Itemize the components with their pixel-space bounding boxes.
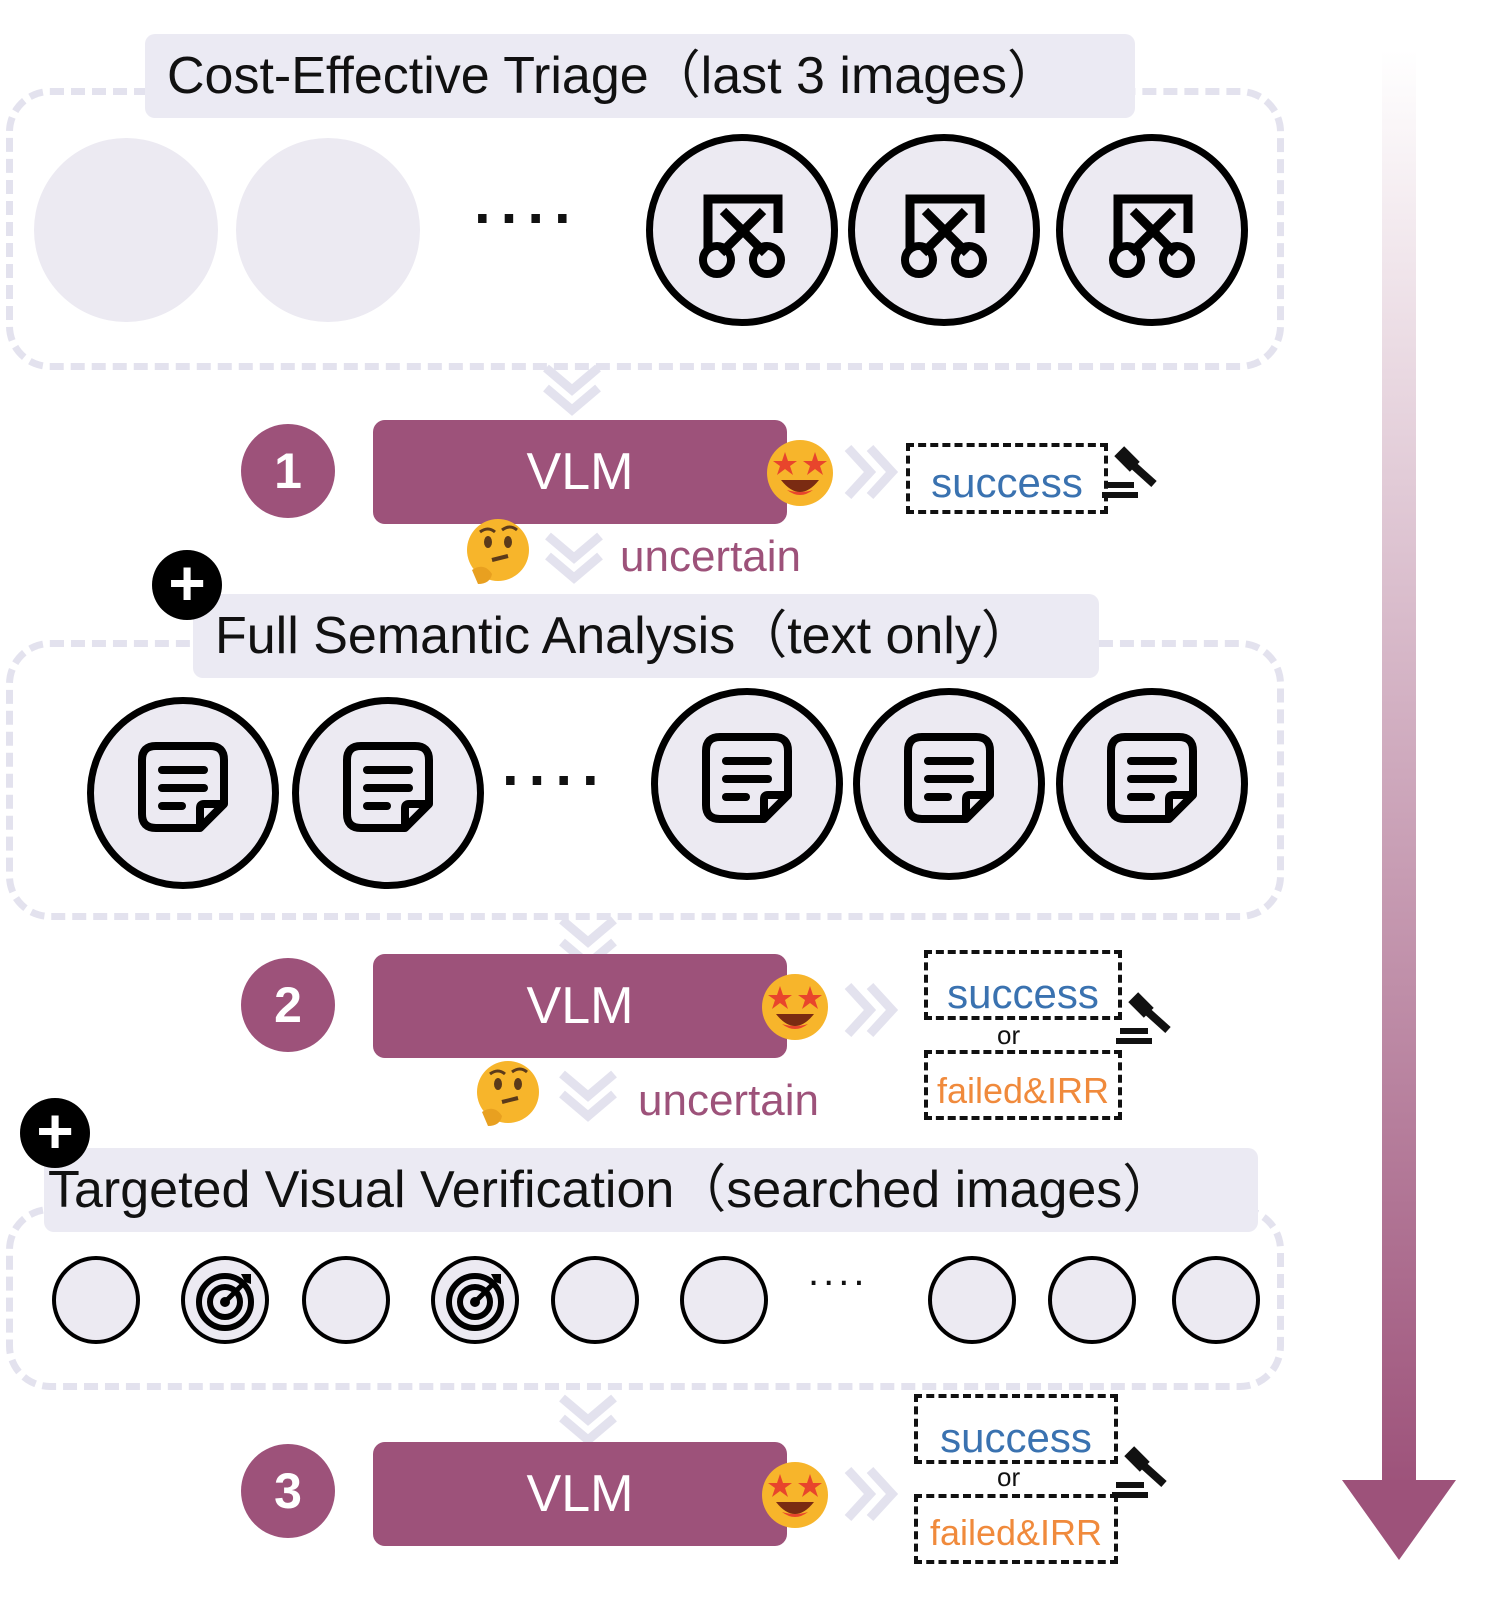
crop-icon <box>901 194 987 278</box>
target-icon <box>446 1273 504 1331</box>
searched-image-circle <box>551 1256 639 1344</box>
searched-image-circle <box>52 1256 140 1344</box>
chevron-right-icon <box>844 444 898 500</box>
document-icon <box>702 733 792 823</box>
star-struck-emoji-icon <box>767 440 833 506</box>
target-icon <box>196 1273 254 1331</box>
vlm-box-3: VLM <box>373 1442 787 1546</box>
step-badge-3: 3 <box>241 1444 335 1538</box>
gavel-icon <box>1112 1446 1167 1498</box>
triage-ellipsis: .... <box>474 169 581 236</box>
step-badge-2: 2 <box>241 958 335 1052</box>
triage-placeholder-circle <box>236 138 420 322</box>
vlm-box-2: VLM <box>373 954 787 1058</box>
success-label: success <box>940 1414 1092 1461</box>
triage-image-circle <box>848 134 1040 326</box>
searched-image-circle <box>680 1256 768 1344</box>
semantic-item-circle <box>651 688 843 880</box>
vlm-box-1: VLM <box>373 420 787 524</box>
semantic-item-circle <box>292 697 484 889</box>
searched-image-circle <box>181 1256 269 1344</box>
searched-image-circle <box>1172 1256 1260 1344</box>
step1-result-success: success <box>906 443 1108 514</box>
triage-image-circle <box>1056 134 1248 326</box>
triage-title: Cost-Effective Triage（last 3 images） <box>145 34 1135 118</box>
star-struck-emoji-icon <box>762 974 828 1040</box>
document-icon <box>343 742 433 832</box>
crop-icon <box>699 194 785 278</box>
chevron-down-icon <box>545 532 603 584</box>
semantic-item-circle <box>1056 688 1248 880</box>
uncertain-label-2: uncertain <box>638 1076 820 1125</box>
searched-image-circle <box>1048 1256 1136 1344</box>
visual-ellipsis: .... <box>808 1250 869 1294</box>
step2-result-success: success <box>924 950 1122 1020</box>
step3-result-success: success <box>914 1394 1118 1464</box>
chevron-right-icon <box>844 1466 898 1522</box>
semantic-ellipsis: .... <box>502 731 609 798</box>
chevron-down-icon <box>559 1070 617 1122</box>
thinking-emoji-icon <box>477 1061 539 1126</box>
semantic-item-circle <box>853 688 1045 880</box>
or-label: or <box>997 1462 1021 1492</box>
semantic-item-circle <box>87 697 279 889</box>
gavel-icon <box>1102 446 1157 498</box>
semantic-title: Full Semantic Analysis（text only） <box>193 594 1099 678</box>
step2-result-failed: failed&IRR <box>924 1050 1122 1120</box>
gavel-icon <box>1116 992 1171 1044</box>
add-stage-icon: + <box>20 1098 90 1168</box>
failed-label: failed&IRR <box>936 1070 1110 1111</box>
searched-image-circle <box>302 1256 390 1344</box>
chevron-down-icon <box>543 364 601 416</box>
success-label: success <box>947 970 1099 1017</box>
star-struck-emoji-icon <box>762 1462 828 1528</box>
add-stage-icon: + <box>152 550 222 620</box>
chevron-down-icon <box>559 1394 617 1446</box>
triage-placeholder-circle <box>34 138 218 322</box>
document-icon <box>138 742 228 832</box>
document-icon <box>904 733 994 823</box>
thinking-emoji-icon <box>467 519 529 584</box>
step3-result-failed: failed&IRR <box>914 1494 1118 1564</box>
triage-image-circle <box>646 134 838 326</box>
document-icon <box>1107 733 1197 823</box>
or-label: or <box>997 1020 1021 1050</box>
failed-label: failed&IRR <box>929 1512 1103 1553</box>
step-badge-1: 1 <box>241 424 335 518</box>
visual-title: Targeted Visual Verification（searched im… <box>44 1148 1258 1232</box>
crop-icon <box>1109 194 1195 278</box>
searched-image-circle <box>928 1256 1016 1344</box>
uncertain-label-1: uncertain <box>620 532 802 581</box>
success-label: success <box>931 459 1083 506</box>
searched-image-circle <box>431 1256 519 1344</box>
chevron-right-icon <box>844 982 898 1038</box>
flow-arrow <box>1342 50 1456 1560</box>
